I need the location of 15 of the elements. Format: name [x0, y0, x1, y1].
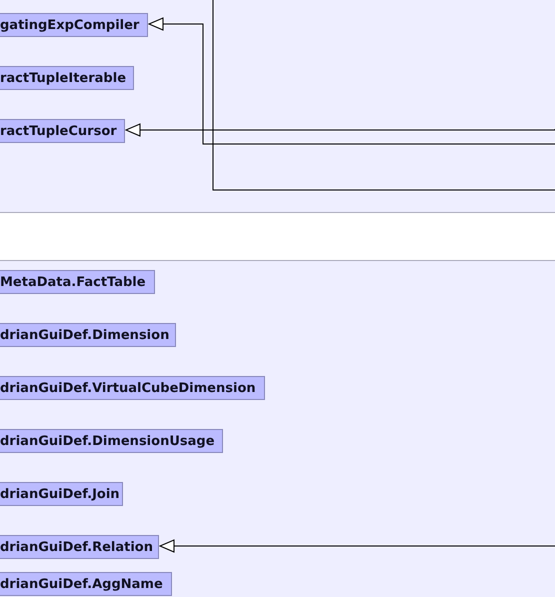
inheritance-arrow: [126, 124, 555, 136]
class-label: ractTupleCursor: [0, 119, 125, 143]
class-label: drianGuiDef.Dimension: [0, 323, 176, 347]
class-label: drianGuiDef.Relation: [0, 535, 159, 559]
package-panel: [0, 0, 555, 213]
package-panel: [0, 260, 555, 597]
class-label: MetaData.FactTable: [0, 270, 155, 294]
class-label: drianGuiDef.VirtualCubeDimension: [0, 376, 265, 400]
inheritance-arrow: [160, 540, 555, 552]
class-label: drianGuiDef.Join: [0, 482, 123, 506]
class-label: drianGuiDef.AggName: [0, 572, 172, 596]
class-label: ractTupleIterable: [0, 66, 134, 90]
class-label: drianGuiDef.DimensionUsage: [0, 429, 223, 453]
class-label: gatingExpCompiler: [0, 13, 148, 37]
inheritance-arrow: [148, 18, 555, 144]
